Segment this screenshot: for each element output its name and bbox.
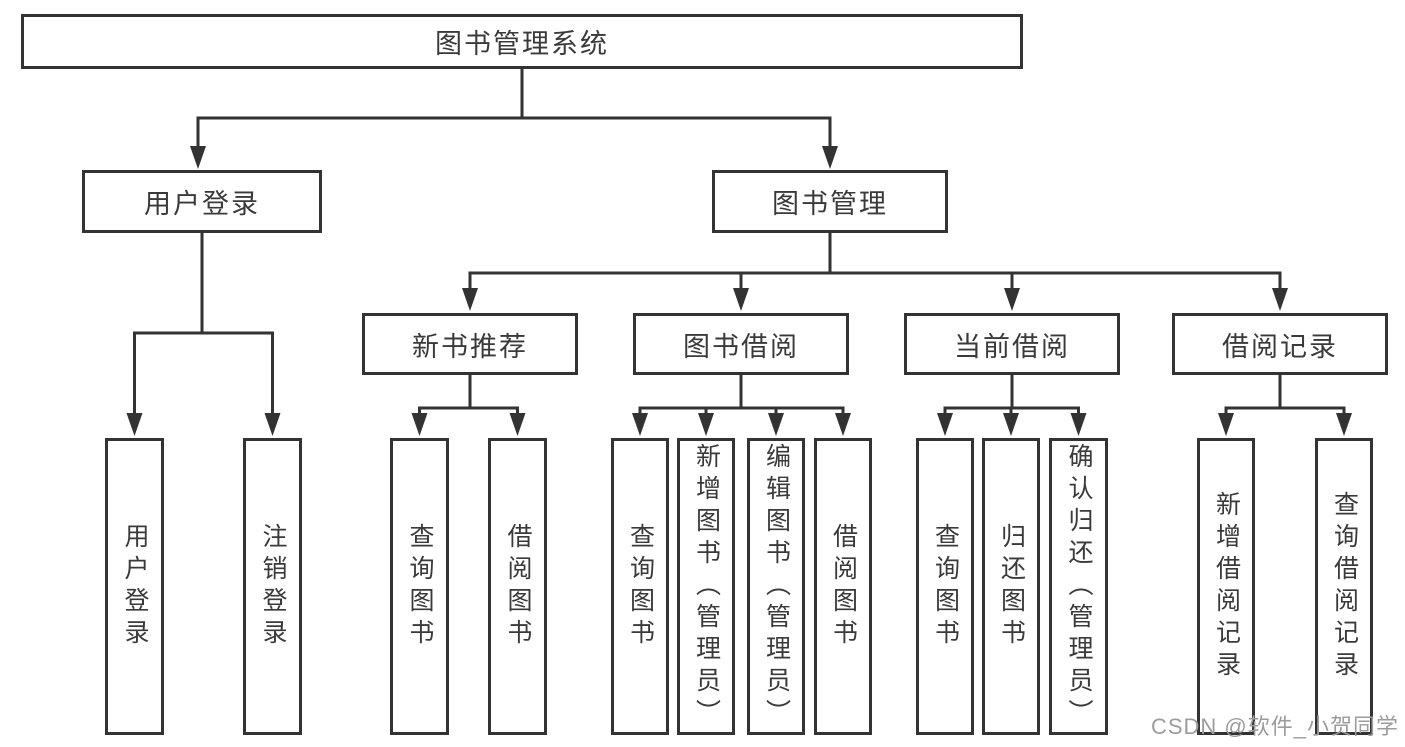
leaf-add-borrow-record: 新增借阅记录 (1197, 438, 1255, 735)
leaf-user-login: 用户登录 (105, 438, 164, 735)
leaf-borrow-books-newbooks: 借阅图书 (488, 438, 547, 735)
node-book-borrowing: 图书借阅 (633, 313, 849, 375)
node-label: 图书借阅 (683, 331, 799, 362)
node-label: 归还图书 (997, 522, 1026, 651)
node-label: 当前借阅 (954, 331, 1070, 362)
arrowhead-icons (126, 146, 1352, 436)
node-label: 新增图书（管理员） (692, 442, 721, 731)
node-label: 用户登录 (121, 522, 149, 651)
node-label: 查询借阅记录 (1330, 490, 1359, 683)
node-new-book-recommendation: 新书推荐 (362, 313, 578, 375)
node-label: 编辑图书（管理员） (762, 442, 791, 731)
node-borrowing-records: 借阅记录 (1172, 313, 1388, 375)
node-library-management-system: 图书管理系统 (21, 14, 1023, 69)
node-label: 图书管理 (772, 189, 888, 219)
leaf-query-borrow-record: 查询借阅记录 (1315, 438, 1373, 735)
node-label: 查询图书 (931, 522, 960, 651)
node-label: 借阅图书 (829, 522, 858, 651)
leaf-confirm-return-admin: 确认归还（管理员） (1049, 438, 1108, 735)
node-label: 借阅图书 (504, 522, 532, 651)
node-label: 用户登录 (144, 189, 260, 219)
node-label: 查询图书 (626, 522, 655, 651)
node-label: 注销登录 (259, 522, 287, 651)
leaf-query-books-current: 查询图书 (916, 438, 974, 735)
leaf-query-books-newbooks: 查询图书 (390, 438, 449, 735)
node-label: 新书推荐 (412, 331, 528, 362)
node-user-login: 用户登录 (82, 170, 322, 233)
leaf-return-books: 归还图书 (982, 438, 1040, 735)
leaf-borrow-books-borrowing: 借阅图书 (814, 438, 872, 735)
csdn-watermark: CSDN @软件_小贺同学 (1150, 714, 1399, 739)
node-label: 查询图书 (406, 522, 434, 651)
node-label: 确认归还（管理员） (1065, 442, 1093, 731)
leaf-edit-books-admin: 编辑图书（管理员） (747, 438, 805, 735)
node-label: 图书管理系统 (435, 29, 609, 59)
node-current-borrowing: 当前借阅 (904, 313, 1120, 375)
node-label: 新增借阅记录 (1212, 490, 1241, 683)
leaf-add-books-admin: 新增图书（管理员） (677, 438, 735, 735)
node-label: 借阅记录 (1222, 331, 1338, 362)
node-book-management: 图书管理 (712, 170, 948, 233)
leaf-query-books-borrowing: 查询图书 (611, 438, 669, 735)
leaf-logout: 注销登录 (243, 438, 302, 735)
